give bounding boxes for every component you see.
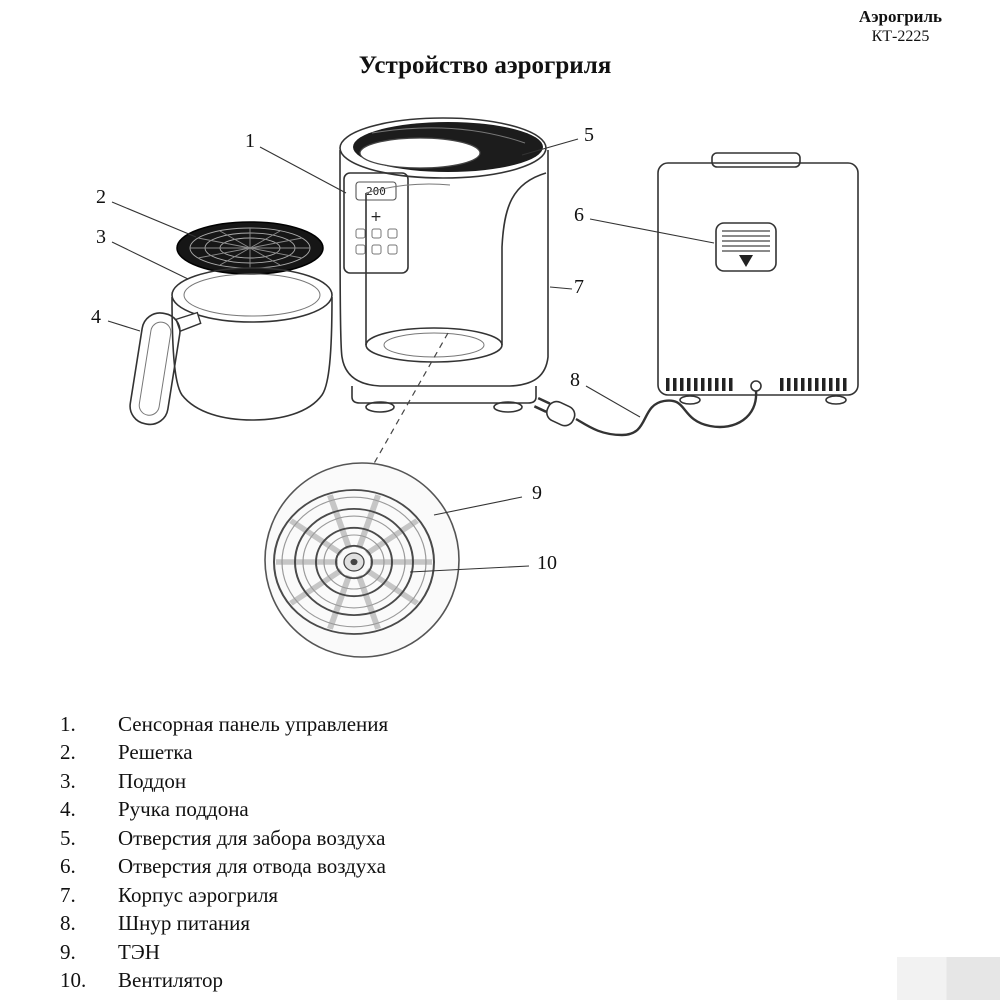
cord-grommet <box>750 380 762 392</box>
legend-number: 5. <box>60 825 76 850</box>
legend-number: 1. <box>60 711 76 736</box>
legend-item: 1. Сенсорная панель управления <box>60 710 820 739</box>
leader-3 <box>111 241 189 280</box>
control-panel: 200 + <box>343 172 409 274</box>
legend-item: 2. Решетка <box>60 739 820 768</box>
leader-4 <box>107 320 141 332</box>
panel-display-value: 200 <box>366 185 386 198</box>
callout-7: 7 <box>574 276 584 298</box>
legend-number: 9. <box>60 939 76 964</box>
legend-number: 10. <box>60 968 87 993</box>
legend-item: 4. Ручка поддона <box>60 796 820 825</box>
pan <box>171 267 333 421</box>
legend-item: 6. Отверстия для отвода воздуха <box>60 853 820 882</box>
pan-body <box>171 296 333 421</box>
callouts: 1 2 3 4 5 6 7 8 9 10 <box>91 124 715 574</box>
panel-button-icon <box>387 228 398 239</box>
legend-number: 3. <box>60 768 76 793</box>
corner-scan-artifact <box>897 957 1000 1000</box>
legend-item: 3. Поддон <box>60 767 820 796</box>
leader-8 <box>585 385 641 418</box>
legend-label: ТЭН <box>118 939 160 964</box>
callout-5: 5 <box>584 124 594 146</box>
rear-body <box>657 162 859 396</box>
parts-legend: 1. Сенсорная панель управления 2. Решетк… <box>60 710 820 995</box>
legend-number: 8. <box>60 911 76 936</box>
leader-10 <box>409 565 530 573</box>
pan-rim <box>171 267 333 323</box>
power-cord <box>575 390 758 437</box>
leader-5 <box>521 138 579 156</box>
rear-view <box>533 152 859 437</box>
leader-2 <box>111 201 197 238</box>
legend-label: Решетка <box>118 740 193 765</box>
panel-button-icon <box>387 244 398 255</box>
grate <box>176 221 324 275</box>
air-outlet-vent <box>715 222 777 272</box>
grate-mesh-lines <box>190 228 310 268</box>
legend-number: 4. <box>60 797 76 822</box>
callout-8: 8 <box>570 369 580 391</box>
heater-zoom-circle <box>264 462 460 658</box>
brand-name: Аэрогриль <box>858 7 942 26</box>
legend-label: Шнур питания <box>118 911 251 936</box>
air-fryer-diagram: 200 + <box>91 117 859 658</box>
legend-label: Вентилятор <box>118 968 224 993</box>
legend-item: 8. Шнур питания <box>60 910 820 939</box>
callout-6: 6 <box>574 204 584 226</box>
callout-1: 1 <box>245 130 255 152</box>
front-view: 200 + <box>339 117 549 548</box>
callout-4: 4 <box>91 306 101 328</box>
callout-9: 9 <box>532 482 542 504</box>
panel-button-icon <box>355 244 366 255</box>
fan-blades <box>276 494 432 630</box>
rear-foot-left <box>679 395 701 405</box>
panel-button-icon <box>355 228 366 239</box>
leader-9 <box>433 496 523 516</box>
fan-hub-bolt <box>350 558 358 566</box>
handle-connector <box>175 311 202 333</box>
pan-rim-inner <box>183 273 321 317</box>
pan-handle <box>129 311 202 426</box>
legend-label: Отверстия для отвода воздуха <box>118 854 386 879</box>
callout-2: 2 <box>96 186 106 208</box>
legend-label: Отверстия для забора воздуха <box>118 825 386 850</box>
rear-top-handle <box>711 152 801 168</box>
legend-number: 2. <box>60 740 76 765</box>
leader-1 <box>259 146 347 194</box>
page-header: Аэрогриль КТ-2225 <box>859 6 942 47</box>
rear-foot-right <box>825 395 847 405</box>
callout-3: 3 <box>96 226 106 248</box>
panel-plus-symbol: + <box>370 209 382 225</box>
vent-arrow <box>739 255 753 267</box>
leader-6 <box>589 218 715 244</box>
heating-element-coil <box>273 489 435 635</box>
top-inner-oval <box>359 137 481 169</box>
front-foot-left <box>365 401 395 413</box>
power-plug <box>533 396 576 427</box>
callout-10: 10 <box>537 552 557 574</box>
legend-label: Поддон <box>118 768 187 793</box>
panel-button-icon <box>371 244 382 255</box>
model-number: КТ-2225 <box>871 28 930 46</box>
intake-swirl-line <box>371 127 526 144</box>
legend-number: 7. <box>60 882 76 907</box>
page-title: Устройство аэрогриля <box>358 52 612 79</box>
legend-item: 5. Отверстия для забора воздуха <box>60 824 820 853</box>
basket-cavity <box>365 172 547 363</box>
front-body-outline <box>339 149 549 387</box>
legend-item: 9. ТЭН <box>60 938 820 967</box>
legend-number: 6. <box>60 854 76 879</box>
bottom-vent-slits <box>666 378 847 391</box>
front-foot-right <box>493 401 523 413</box>
front-base <box>351 386 537 404</box>
legend-item: 10. Вентилятор <box>60 967 820 996</box>
projection-dashed-line <box>371 332 449 468</box>
legend-label: Сенсорная панель управления <box>118 711 389 736</box>
legend-label: Ручка поддона <box>118 797 249 822</box>
legend-item: 7. Корпус аэрогриля <box>60 881 820 910</box>
panel-button-icon <box>371 228 382 239</box>
leader-7 <box>549 286 573 290</box>
legend-label: Корпус аэрогриля <box>118 882 279 907</box>
